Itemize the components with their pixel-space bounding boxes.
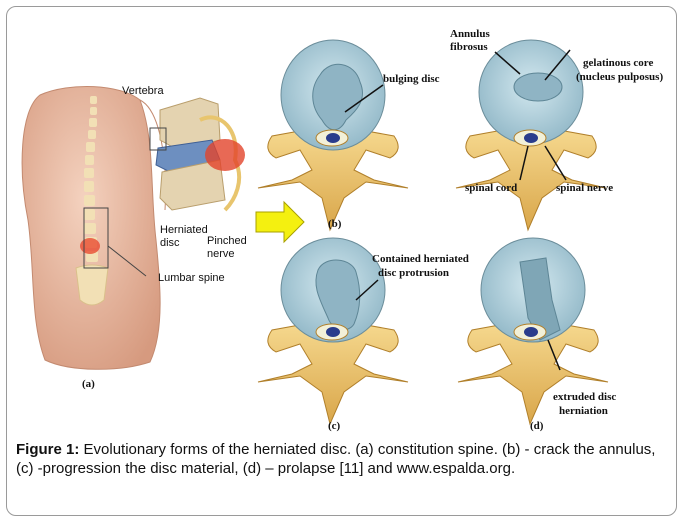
label-bulging-disc: bulging disc (383, 73, 440, 85)
label-contained-1: Contained herniated (372, 253, 469, 265)
panel-a-label: (a) (82, 378, 95, 390)
label-core-1: gelatinous core (583, 57, 653, 69)
vertebra-c (258, 238, 408, 424)
torso-illustration (22, 86, 165, 369)
label-lumbar-spine: Lumbar spine (158, 272, 225, 284)
label-annulus-1: Annulus (450, 28, 490, 40)
figure-caption: Figure 1: Evolutionary forms of the hern… (16, 440, 666, 478)
caption-title: Figure 1: (16, 441, 79, 458)
label-pinched-nerve-2: nerve (207, 248, 235, 260)
label-extruded-2: herniation (559, 405, 608, 417)
caption-text: Evolutionary forms of the herniated disc… (16, 441, 655, 477)
panel-c-label: (c) (328, 420, 340, 432)
label-spinal-nerve: spinal nerve (556, 182, 613, 194)
label-spinal-cord: spinal cord (465, 182, 517, 194)
label-contained-2: disc protrusion (378, 267, 449, 279)
label-pinched-nerve-1: Pinched (207, 235, 247, 247)
panel-b-label: (b) (328, 218, 341, 230)
label-herniated-disc-1: Herniated (160, 224, 208, 236)
vertebra-b (258, 40, 408, 230)
label-core-2: (nucleus pulposus) (576, 71, 663, 83)
label-herniated-disc-2: disc (160, 237, 180, 249)
label-annulus-2: fibrosus (450, 41, 488, 53)
vertebra-closeup (150, 98, 245, 210)
progression-arrow (256, 202, 304, 242)
label-extruded-1: extruded disc (553, 391, 616, 403)
label-vertebra: Vertebra (122, 85, 164, 97)
panel-d-label: (d) (530, 420, 543, 432)
